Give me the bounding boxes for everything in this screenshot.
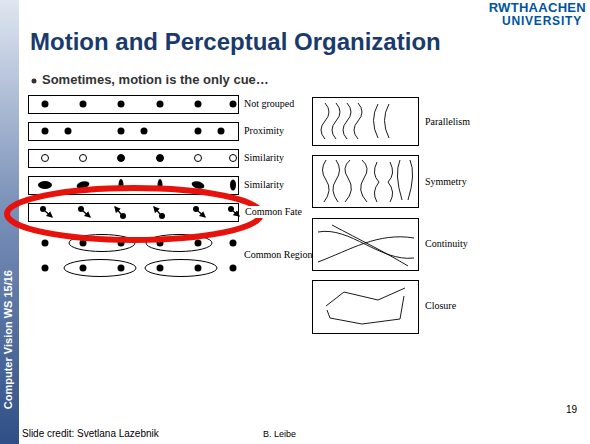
symmetric-curves xyxy=(397,160,402,200)
grouping-label: Common Region xyxy=(244,249,313,261)
common-fate-dots xyxy=(198,211,205,217)
similarity-dots xyxy=(118,155,125,162)
common-region-dots xyxy=(42,265,49,272)
page-number: 19 xyxy=(566,404,577,416)
grouping-label: Similarity xyxy=(244,179,284,191)
common-region-dots xyxy=(157,265,164,272)
similarity-dots xyxy=(80,155,87,162)
closure-outline xyxy=(327,296,404,324)
gestalt-label: Parallelism xyxy=(425,116,470,128)
parallel-curves xyxy=(332,103,340,139)
grouping-box xyxy=(29,96,239,114)
not-grouped-dots xyxy=(157,101,164,108)
gestalt-box xyxy=(313,98,419,146)
gestalt-box xyxy=(313,219,419,271)
logo-text: RWTHAACHEN xyxy=(489,0,586,16)
similarity-dots xyxy=(42,155,237,162)
continuity-lines xyxy=(318,225,414,266)
common-region-dots xyxy=(118,265,125,272)
parallel-curves xyxy=(385,104,390,138)
closure-outline xyxy=(326,288,405,324)
grouping-box xyxy=(29,123,239,141)
not-grouped-dots xyxy=(42,101,237,108)
common-region-dots xyxy=(195,240,202,247)
grouping-box xyxy=(29,204,239,222)
parallel-curves xyxy=(343,103,351,139)
parallel-curves xyxy=(374,104,379,138)
bullet-dot xyxy=(32,79,37,84)
common-fate-dots xyxy=(233,211,239,216)
parallel-curves xyxy=(321,103,329,139)
symmetric-curves xyxy=(323,160,413,202)
continuity-lines xyxy=(332,225,408,266)
similarity-dots xyxy=(42,155,49,162)
symmetric-curves xyxy=(323,160,330,202)
common-fate-dots xyxy=(83,211,90,217)
parallel-curves xyxy=(321,103,389,139)
symmetric-curves xyxy=(333,160,340,202)
grouping-label: Similarity xyxy=(244,152,284,164)
grouping-label: Proximity xyxy=(244,125,284,137)
similarity-dots xyxy=(230,155,237,162)
grouping-box xyxy=(29,150,239,168)
author-text: B. Leibe xyxy=(263,429,296,440)
highlight-ellipse xyxy=(7,188,261,240)
proximity-dots xyxy=(42,128,225,135)
credit-text: Slide credit: Svetlana Lazebnik xyxy=(22,428,159,440)
grouping-box xyxy=(29,96,239,222)
not-grouped-dots xyxy=(42,101,49,108)
symmetric-curves xyxy=(345,160,351,202)
highlight-ellipse xyxy=(7,188,261,240)
common-region-dots xyxy=(230,265,237,272)
gestalt-box xyxy=(313,281,419,334)
symmetric-curves xyxy=(388,162,393,202)
symmetric-curves xyxy=(374,162,379,202)
parallel-curves xyxy=(354,103,362,139)
closure-outline xyxy=(326,288,405,306)
grouping-label: Not grouped xyxy=(244,98,294,110)
gestalt-box xyxy=(313,98,419,334)
not-grouped-dots xyxy=(195,101,202,108)
common-region-dots xyxy=(230,240,237,247)
common-region-dots xyxy=(195,265,202,272)
not-grouped-dots xyxy=(230,101,237,108)
similarity-shapes xyxy=(230,180,236,191)
continuity-lines xyxy=(318,231,414,258)
logo-text: UNIVERSITY xyxy=(502,14,582,28)
common-region-dots xyxy=(145,260,217,277)
slide-title: Motion and Perceptual Organization xyxy=(30,28,441,57)
similarity-dots xyxy=(195,155,202,162)
gestalt-label: Symmetry xyxy=(425,176,467,188)
common-region-dots xyxy=(80,265,87,272)
similarity-shapes xyxy=(38,181,52,189)
common-region-dots xyxy=(64,260,136,277)
proximity-dots xyxy=(195,128,202,135)
bullet-dot xyxy=(32,79,37,84)
bullet-text: Sometimes, motion is the only cue… xyxy=(42,72,269,88)
common-fate-dots xyxy=(154,207,160,214)
common-region-dots xyxy=(42,240,237,272)
proximity-dots xyxy=(218,128,225,135)
proximity-dots xyxy=(118,128,125,135)
not-grouped-dots xyxy=(118,101,125,108)
common-region-dots xyxy=(42,240,49,247)
symmetric-curves xyxy=(361,160,367,202)
proximity-dots xyxy=(141,128,148,135)
gestalt-box xyxy=(313,156,419,208)
proximity-dots xyxy=(65,128,72,135)
continuity-lines xyxy=(318,237,414,262)
gestalt-label: Closure xyxy=(425,300,456,312)
common-fate-dots xyxy=(115,207,121,214)
gestalt-label: Continuity xyxy=(425,238,468,250)
proximity-dots xyxy=(42,128,49,135)
side-bar-text: Computer Vision WS 15/16 xyxy=(2,270,15,409)
not-grouped-dots xyxy=(80,101,87,108)
symmetric-curves xyxy=(408,160,413,200)
common-fate-dots xyxy=(45,211,52,217)
similarity-dots xyxy=(157,155,164,162)
common-fate-dots xyxy=(40,206,239,219)
grouping-label: Common Fate xyxy=(244,206,303,218)
